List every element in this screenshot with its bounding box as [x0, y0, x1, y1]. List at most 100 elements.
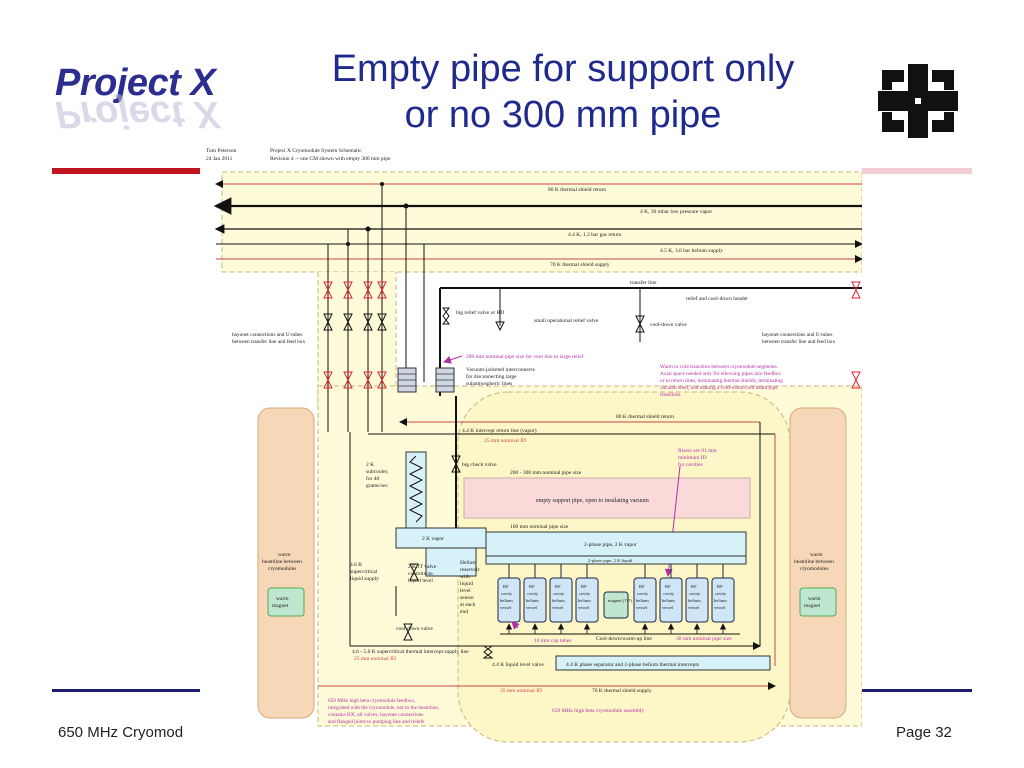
two-phase-pipe-liquid [485, 555, 747, 565]
footer-title: 650 MHz Cryomod [58, 724, 184, 741]
svg-text:vessel: vessel [578, 605, 590, 610]
warm-magnet-right [799, 587, 837, 617]
svg-text:cavity: cavity [689, 591, 701, 596]
svg-text:vessel: vessel [714, 605, 726, 610]
red-divider-bar [52, 168, 208, 174]
svg-text:cavity: cavity [663, 591, 675, 596]
transfer-line-region [221, 171, 862, 273]
svg-text:RF: RF [581, 584, 587, 589]
warm-beamline-right [789, 407, 847, 719]
bayonet-valves-right [851, 281, 861, 389]
bayonet-valves-left [323, 281, 387, 389]
cooldown-valve-bottom-label: cool-down valve [396, 626, 433, 632]
logo-text: Project X [55, 62, 216, 104]
svg-text:cavity: cavity [715, 591, 727, 596]
svg-text:vessel: vessel [552, 605, 564, 610]
footer-divider-left [52, 689, 204, 692]
nominal-160-label: 160 mm nominal pipe size [510, 524, 569, 530]
svg-text:helium: helium [688, 598, 701, 603]
cap-tube-arrows [505, 623, 727, 634]
svg-text:RF: RF [691, 584, 697, 589]
nominal-35-label: 35 mm nominal ID [500, 688, 542, 694]
slide-title: Empty pipe for support only or no 300 mm… [268, 46, 858, 138]
vent-line-label: 200 mm nominal pipe size for vent line t… [466, 353, 584, 360]
check-valve-label: big check valve [462, 462, 497, 468]
helium-supply-label: 4.5 K, 3.0 bar helium supply [660, 248, 723, 254]
two-k-vapor-label: 2 K vapor [422, 536, 444, 542]
svg-text:RF: RF [555, 584, 561, 589]
svg-text:RF: RF [503, 584, 509, 589]
empty-support-pipe [463, 477, 751, 519]
svg-text:RF: RF [529, 584, 535, 589]
cap-tubes-label: 10 mm cap tubes [534, 638, 571, 644]
svg-text:RF: RF [717, 584, 723, 589]
nominal-38-label: 38 mm nominal pipe size [676, 636, 732, 642]
big-relief-valve-icon [442, 307, 450, 325]
logo-reflection: Project X [55, 93, 220, 135]
svg-text:cavity: cavity [637, 591, 649, 596]
liquid-level-valve-icon [482, 645, 494, 659]
shield-supply-top-label: 70 K thermal shield supply [550, 262, 610, 268]
svg-text:vessel: vessel [526, 605, 538, 610]
warm-beamline-left [257, 407, 315, 719]
footer-divider-right [862, 689, 972, 692]
feedbox-note-label: 650 MHz high beta cryomodule feedbox, in… [328, 697, 440, 725]
shield-return-inner-label: 80 K thermal shield return [616, 414, 674, 420]
shield-supply-bottom-label: 70 K thermal shield supply [592, 688, 652, 694]
svg-text:helium: helium [500, 598, 513, 603]
intercept-supply-label: 4.6 - 5.0 K supercritical thermal interc… [352, 649, 469, 655]
svg-text:vessel: vessel [636, 605, 648, 610]
two-phase-pipe-label: 2-phase pipe, 2 K vapor [584, 542, 637, 548]
phase-separator-label: 4.4 K phase separator and 2-phase helium… [566, 662, 699, 668]
svg-text:RF: RF [665, 584, 671, 589]
warm-to-cold-label: Warm to cold transition between cryomodu… [660, 364, 784, 398]
low-pressure-vapor-label: 4 K, 30 mbar low pressure vapor [640, 209, 712, 215]
title-line-1: Empty pipe for support only [331, 48, 795, 90]
big-relief-valve-label: big relief valve or RD [456, 309, 504, 316]
two-phase-pipe-vapor [485, 531, 747, 557]
bayonet-valves-mid [323, 313, 387, 331]
transfer-line-label: transfer line [630, 279, 657, 286]
header-revision: Revision 4 -- one CM shown with empty 30… [270, 156, 391, 162]
pink-divider-bar [862, 168, 972, 174]
project-x-logo: Project X Project X [55, 62, 245, 142]
assembly-label: 650 MHz high beta cryomodule assembly [552, 708, 644, 714]
subcooler-box [405, 451, 427, 529]
svg-text:helium: helium [552, 598, 565, 603]
svg-text:cavity: cavity [501, 591, 513, 596]
header-date: 24 Jan 2011 [206, 156, 233, 162]
small-relief-valve-icon [495, 321, 505, 332]
relief-header-label: relief and cool-down header [686, 295, 748, 302]
nominal-200-300-label: 200 - 300 mm nominal pipe size [510, 470, 582, 476]
jt-valve-icon [409, 563, 419, 581]
junction-dots [346, 182, 409, 246]
svg-text:helium: helium [662, 598, 675, 603]
svg-text:helium: helium [714, 598, 727, 603]
shield-return-top-label: 80 K thermal shield return [548, 187, 606, 193]
header-title: Project X Cryomodule System Schematic [270, 148, 362, 154]
svg-text:vessel: vessel [500, 605, 512, 610]
fermilab-logo-icon [878, 64, 958, 138]
cooldown-valve-bottom-icon [403, 623, 413, 641]
empty-support-pipe-label: empty support pipe, open to insulating v… [536, 498, 649, 504]
nominal-25-top-label: 25 mm nominal ID [484, 438, 526, 444]
warm-magnet-left [267, 587, 305, 617]
cooldown-valve-top-icon [635, 315, 645, 333]
gas-return-label: 4.4 K, 1.2 bar gas return [568, 232, 622, 238]
cooldown-valve-top-label: cool-down valve [650, 322, 687, 328]
page-number: Page 32 [896, 724, 952, 741]
svg-text:RF: RF [639, 584, 645, 589]
liquid-level-valve-label: 4.4 K liquid level valve [492, 662, 544, 668]
svg-text:vessel: vessel [688, 605, 700, 610]
